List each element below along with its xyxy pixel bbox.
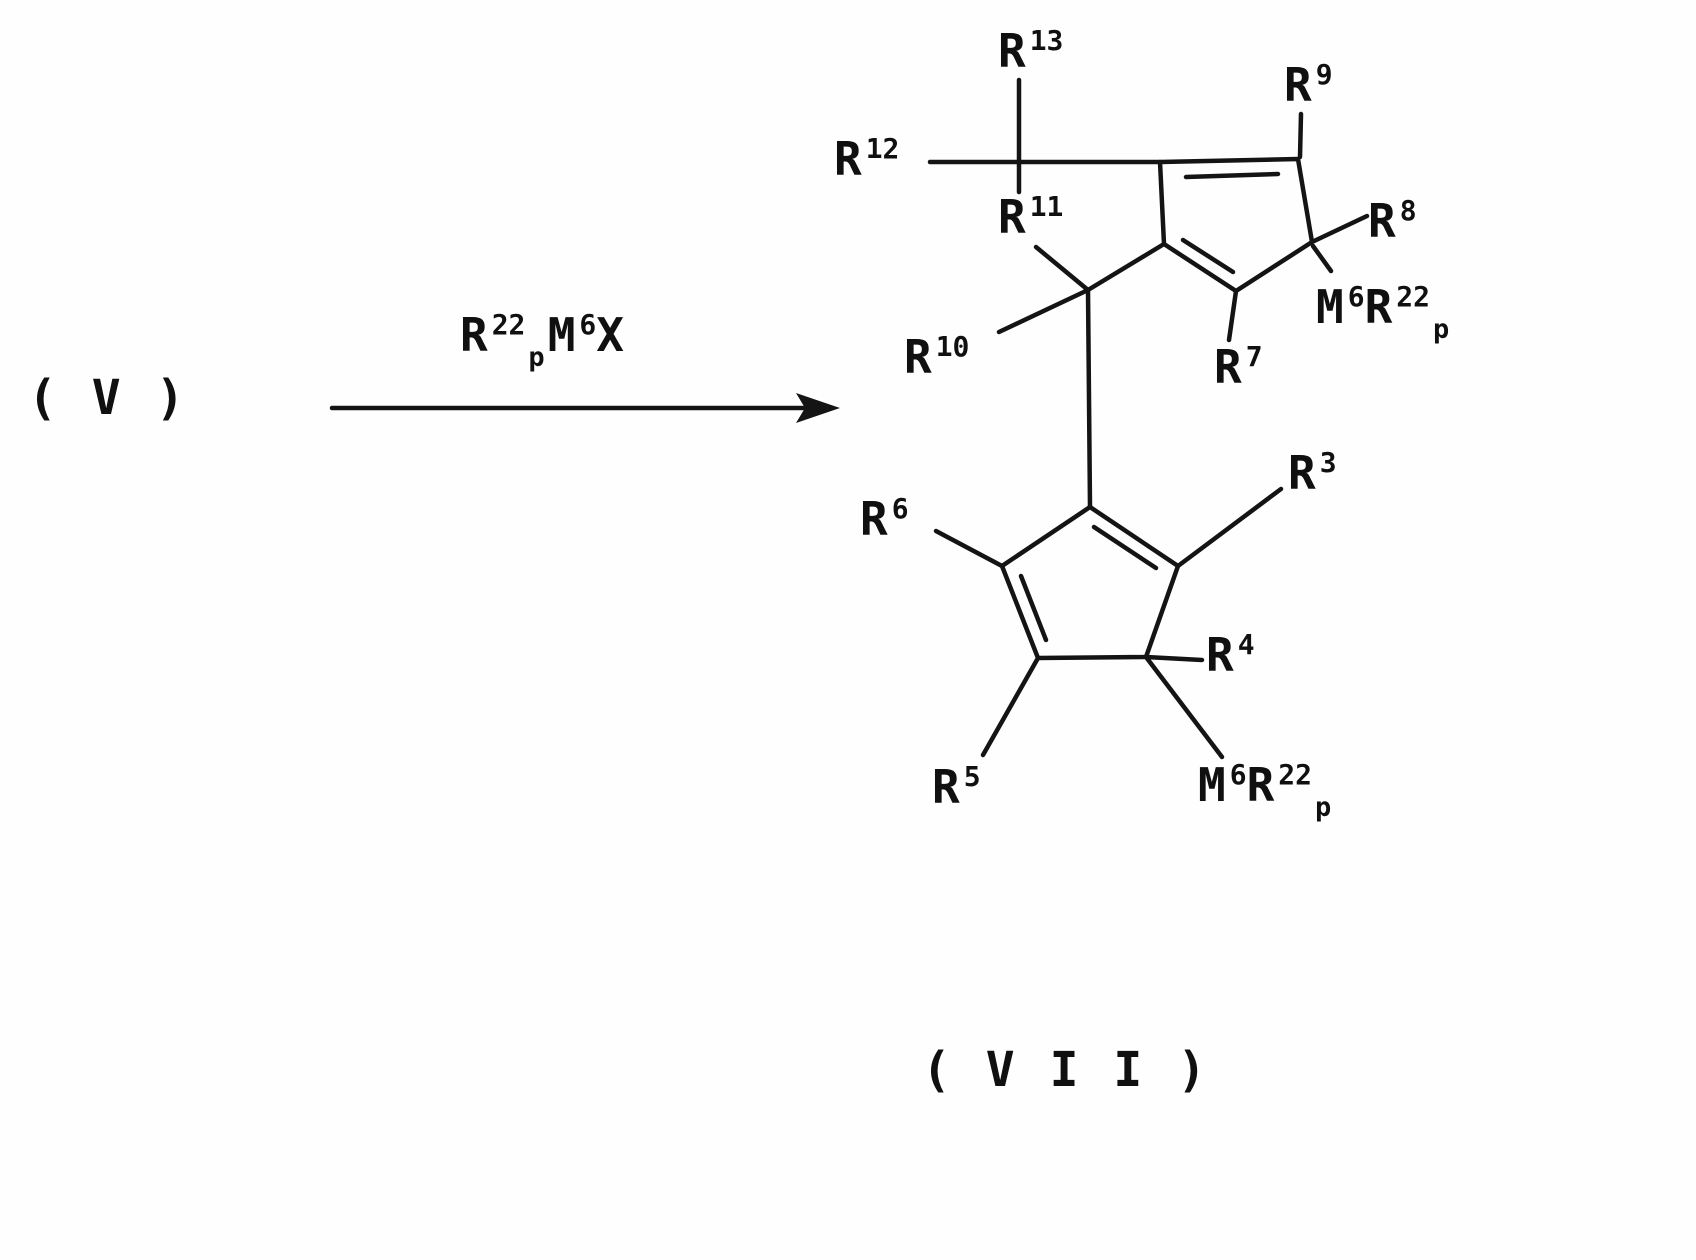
label-sup: 6	[891, 492, 909, 525]
label-base: R	[1284, 58, 1314, 112]
label-base: R	[860, 492, 890, 546]
label-base: R	[834, 132, 864, 186]
label-sup: 11	[1029, 190, 1064, 223]
bridge-backbone	[1085, 241, 1167, 510]
bond-r5	[980, 655, 1041, 758]
r-sup: 22	[1278, 758, 1312, 791]
m-base: M	[1316, 280, 1346, 334]
label-r3: R3	[1288, 449, 1337, 497]
label-r9: R9	[1284, 61, 1333, 109]
label-base: R	[1368, 194, 1398, 248]
r-base: R	[1364, 280, 1395, 334]
bridge-bonds	[996, 241, 1167, 510]
bond-r11	[1033, 244, 1091, 293]
product-label: ( V I I )	[922, 1042, 1210, 1098]
label-sup: 3	[1319, 446, 1337, 479]
reagent-x: X	[596, 308, 626, 362]
label-base: R	[1206, 628, 1236, 682]
label-sup: 13	[1029, 24, 1064, 57]
bond-r4	[1143, 654, 1205, 663]
label-r13: R13	[998, 27, 1063, 75]
label-base: R	[932, 760, 962, 814]
label-sup: 8	[1399, 194, 1417, 227]
lower-double-bond-right	[1091, 524, 1159, 571]
label-r5: R5	[932, 763, 981, 811]
label-base: R	[904, 330, 934, 384]
lower-ring-outline	[999, 504, 1181, 661]
bond-r8	[1309, 213, 1370, 245]
bond-r6	[933, 528, 1005, 569]
bond-r3	[1175, 486, 1284, 569]
label-sup: 4	[1237, 628, 1255, 661]
label-base: R	[998, 24, 1028, 78]
upper-ring-bonds	[927, 77, 1370, 343]
reaction-arrow	[329, 393, 840, 423]
upper-double-bond-top	[1183, 171, 1281, 180]
label-sup: 5	[963, 760, 981, 793]
reagent-r: R	[460, 308, 490, 362]
label-r10: R10	[904, 333, 969, 381]
label-sup: 12	[865, 132, 900, 165]
label-base: R	[1288, 446, 1318, 500]
label-base: R	[998, 190, 1028, 244]
label-m6r22p-upper: M6R22p	[1316, 283, 1452, 344]
m-base: M	[1198, 758, 1228, 812]
m-sup: 6	[1347, 280, 1365, 313]
reagent-m-sup: 6	[579, 308, 597, 341]
reagent-m: M	[547, 308, 578, 362]
p-sub: p	[1314, 792, 1332, 823]
label-r4: R4	[1206, 631, 1255, 679]
upper-double-bond-left	[1180, 237, 1236, 275]
label-sup: 9	[1315, 58, 1333, 91]
lower-ring-bonds	[933, 486, 1284, 760]
reactant-label: ( V )	[28, 370, 188, 426]
label-sup: 10	[935, 330, 970, 363]
p-sub: p	[1432, 314, 1450, 345]
arrowhead-icon	[796, 393, 840, 423]
label-r8: R8	[1368, 197, 1417, 245]
r-sup: 22	[1396, 280, 1430, 313]
reagent-p-sub: p	[528, 342, 545, 373]
label-r11: R11	[998, 193, 1063, 241]
upper-ring-outline	[1157, 156, 1315, 294]
lower-double-bond-left	[1018, 573, 1049, 643]
label-m6r22p-lower: M6R22p	[1198, 761, 1334, 822]
m-sup: 6	[1229, 758, 1247, 791]
label-r7: R7	[1214, 343, 1263, 391]
bond-m6r22p-upper	[1310, 243, 1334, 274]
label-r12: R12	[834, 135, 899, 183]
r-base: R	[1246, 758, 1277, 812]
bond-r9	[1297, 111, 1304, 160]
bond-r10	[996, 287, 1091, 335]
bond-r7	[1226, 288, 1239, 343]
label-sup: 7	[1245, 340, 1263, 373]
arrow-reagent-label: R22pM6X	[460, 311, 626, 372]
bond-m6r22p-lower	[1143, 654, 1225, 760]
label-base: R	[1214, 340, 1244, 394]
reagent-r-sup: 22	[491, 308, 526, 341]
label-r6: R6	[860, 495, 909, 543]
